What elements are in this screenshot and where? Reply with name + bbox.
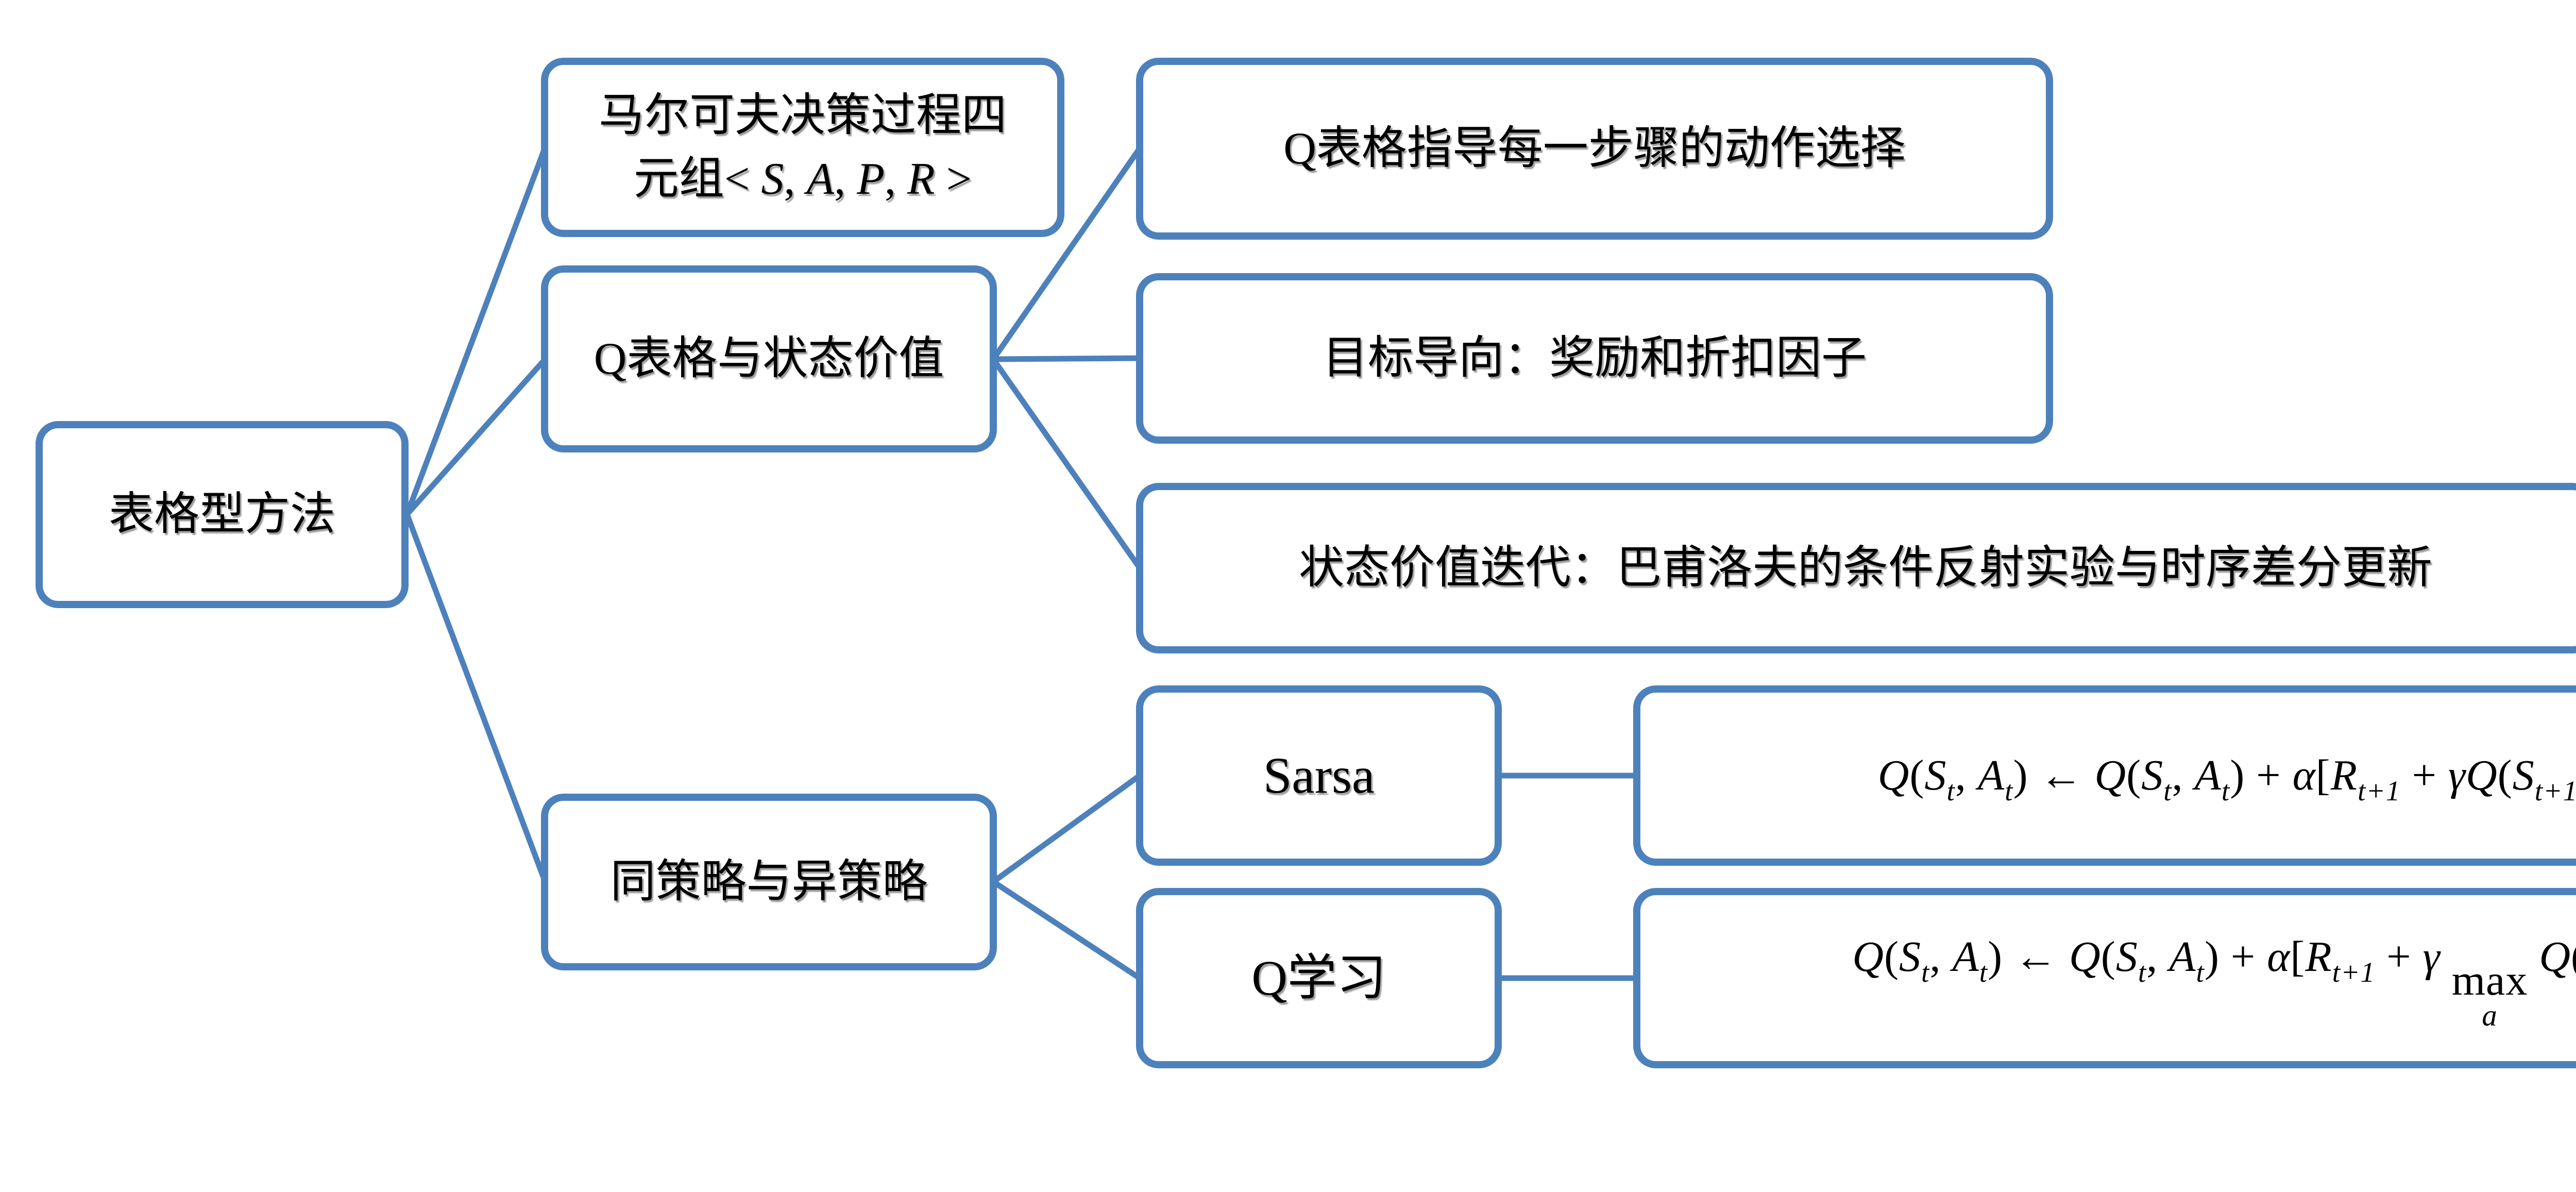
node-on-off-policy[interactable]: 同策略与异策略 bbox=[541, 794, 997, 970]
connector-policy-qlearning bbox=[991, 879, 1142, 981]
mdp-tuple-line2: 元组< S, A, P, R > bbox=[633, 154, 972, 204]
connector-root-mdp bbox=[404, 146, 548, 515]
connector-root-policy bbox=[404, 513, 548, 883]
connector-qtable-goal bbox=[993, 355, 1140, 362]
connector-qtable-iteration bbox=[991, 357, 1142, 570]
node-sarsa-label: Sarsa bbox=[1263, 747, 1375, 804]
connector-root-qtable bbox=[404, 357, 548, 516]
formula-sarsa-box[interactable]: Q(St, At) ← Q(St, At) + α[Rt+1 + γQ(St+1… bbox=[1633, 685, 2576, 866]
connector-qtable-action bbox=[991, 146, 1142, 361]
mdp-tuple-line1: 马尔可夫决策过程四 bbox=[598, 90, 1007, 141]
node-q-table-state-value-label: Q表格与状态价值 bbox=[594, 333, 944, 384]
leaf-goal-oriented-label: 目标导向：奖励和折扣因子 bbox=[1322, 333, 1867, 383]
node-root[interactable]: 表格型方法 bbox=[36, 421, 409, 608]
node-q-learning[interactable]: Q学习 bbox=[1136, 888, 1502, 1068]
node-mdp-tuple-label: 马尔可夫决策过程四 元组< S, A, P, R > bbox=[599, 84, 1007, 211]
node-mdp-tuple[interactable]: 马尔可夫决策过程四 元组< S, A, P, R > bbox=[541, 58, 1064, 237]
node-on-off-policy-label: 同策略与异策略 bbox=[610, 857, 928, 907]
leaf-goal-oriented[interactable]: 目标导向：奖励和折扣因子 bbox=[1136, 273, 2053, 444]
node-sarsa[interactable]: Sarsa bbox=[1136, 685, 1502, 866]
formula-sarsa-update-rule: Q(St, At) ← Q(St, At) + α[Rt+1 + γQ(St+1… bbox=[1877, 751, 2576, 807]
node-q-learning-label: Q学习 bbox=[1251, 950, 1386, 1005]
leaf-q-table-action-select-label: Q表格指导每一步骤的动作选择 bbox=[1283, 123, 1906, 174]
node-root-label: 表格型方法 bbox=[108, 489, 335, 540]
connector-policy-sarsa bbox=[991, 773, 1142, 884]
leaf-state-value-iteration[interactable]: 状态价值迭代：巴甫洛夫的条件反射实验与时序差分更新 bbox=[1136, 483, 2576, 653]
leaf-q-table-action-select[interactable]: Q表格指导每一步骤的动作选择 bbox=[1136, 58, 2053, 240]
node-q-table-state-value[interactable]: Q表格与状态价值 bbox=[541, 265, 997, 452]
leaf-state-value-iteration-label: 状态价值迭代：巴甫洛夫的条件反射实验与时序差分更新 bbox=[1298, 543, 2432, 593]
